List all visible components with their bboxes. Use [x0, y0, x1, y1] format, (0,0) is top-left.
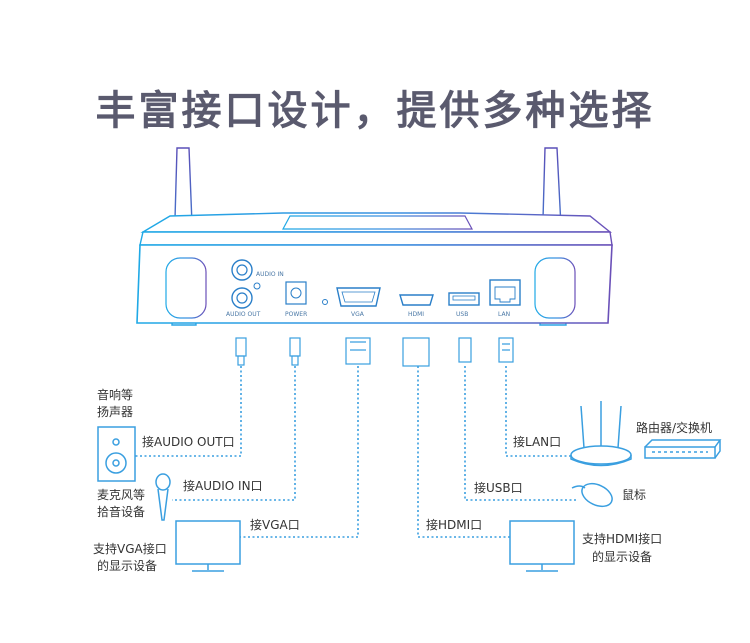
port-audio-in: AUDIO IN — [231, 259, 284, 290]
plug-audio-out — [235, 337, 247, 366]
port-hdmi: HDMI — [399, 294, 434, 318]
line-hdmi — [417, 366, 510, 538]
hdmi-monitor-label-line1: 支持HDMI接口 — [582, 532, 663, 546]
connection-label-usb: 接USB口 — [474, 481, 523, 495]
microphone-icon — [155, 473, 171, 521]
port-label-lan: LAN — [498, 311, 510, 318]
connection-label-vga: 接VGA口 — [250, 518, 300, 532]
plug-vga — [345, 337, 371, 365]
port-vga: VGA — [336, 287, 381, 318]
speaker-label-line2: 扬声器 — [97, 405, 134, 419]
vga-monitor-label-line2: 的显示设备 — [97, 559, 158, 573]
mic-label-line2: 拾音设备 — [97, 505, 146, 519]
speaker-label-line1: 音响等 — [97, 388, 134, 402]
port-audio-out: AUDIO OUT — [226, 287, 261, 318]
mouse-icon — [571, 482, 613, 508]
port-label-usb: USB — [456, 311, 468, 318]
switch-icon — [644, 439, 722, 459]
plug-audio-in — [289, 337, 301, 366]
port-usb: USB — [448, 292, 480, 318]
line-audio-in — [172, 366, 296, 501]
mic-label-line1: 麦克风等 — [97, 488, 146, 502]
plug-hdmi — [402, 337, 430, 367]
router-label: 路由器/交换机 — [636, 421, 713, 435]
port-lan: LAN — [489, 279, 521, 318]
nvr-device — [136, 212, 613, 324]
port-label-vga: VGA — [351, 311, 365, 318]
hdmi-monitor-icon — [509, 520, 575, 572]
page-title: 丰富接口设计，提供多种选择 — [95, 88, 655, 134]
port-power: POWER — [285, 281, 328, 318]
speaker-icon — [97, 426, 136, 482]
vga-monitor-label-line1: 支持VGA接口 — [93, 542, 167, 556]
hdmi-monitor-label-line2: 的显示设备 — [592, 550, 653, 564]
line-vga — [240, 366, 359, 538]
port-label-power: POWER — [285, 311, 307, 318]
port-label-audio-out: AUDIO OUT — [226, 311, 261, 318]
connection-label-lan: 接LAN口 — [513, 435, 562, 449]
line-audio-out — [135, 366, 242, 457]
port-label-audio-in: AUDIO IN — [256, 271, 284, 278]
connection-label-audio-out: 接AUDIO OUT口 — [142, 435, 235, 449]
router-icon — [570, 401, 632, 467]
plug-lan — [498, 337, 514, 363]
connection-label-audio-in: 接AUDIO IN口 — [183, 479, 263, 493]
vga-monitor-icon — [175, 520, 241, 572]
line-lan — [505, 366, 572, 457]
plug-usb — [458, 337, 472, 363]
mouse-label: 鼠标 — [622, 488, 647, 502]
port-label-hdmi: HDMI — [408, 311, 424, 318]
connection-label-hdmi: 接HDMI口 — [426, 518, 483, 532]
